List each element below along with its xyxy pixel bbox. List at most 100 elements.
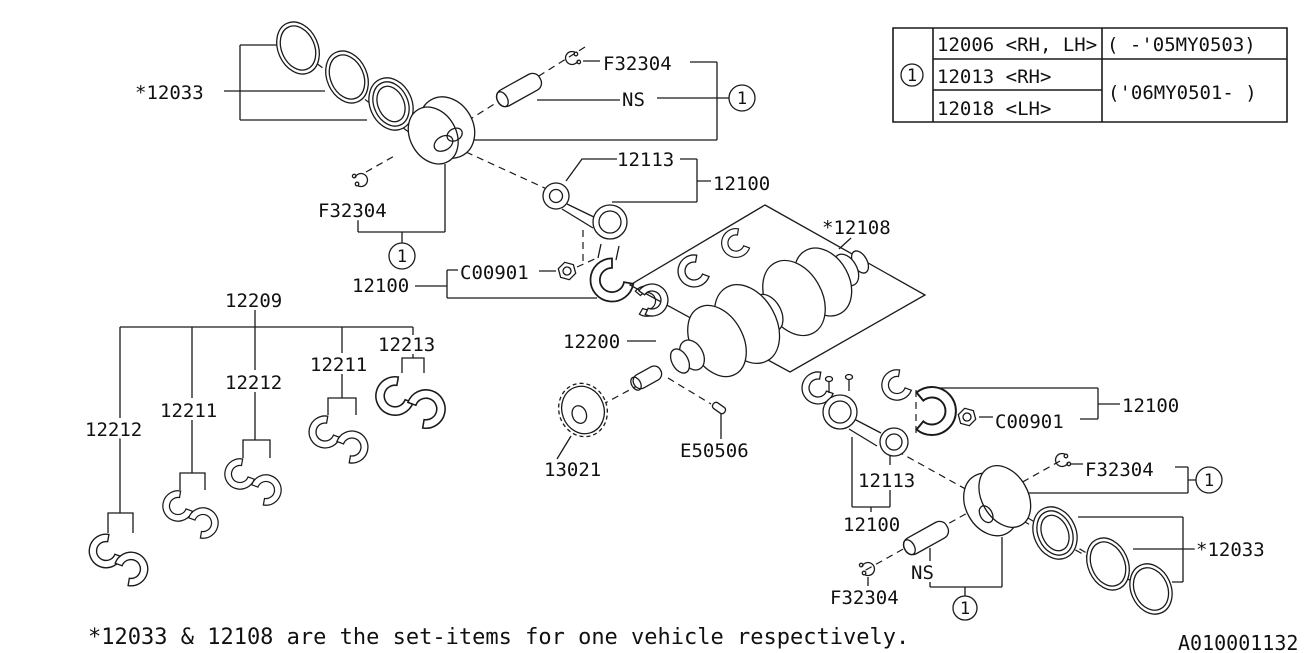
rear-piston-leader-lines — [867, 463, 1196, 596]
bearing-tree-lines — [107, 309, 425, 533]
label-bearing-g4: 12211 — [310, 354, 367, 376]
footer: *12033 & 12108 are the set-items for one… — [88, 625, 1298, 653]
piston-pin-rear — [902, 520, 950, 556]
ref-table-grid — [892, 27, 1288, 123]
rear-rod-big-end-bore — [828, 400, 852, 424]
crank-sprocket — [557, 382, 609, 438]
rear-rod-cap — [915, 386, 957, 436]
main-bearing-shell — [218, 455, 257, 496]
label-circlip-front-bottom: F32304 — [318, 200, 387, 222]
label-conrod-assy-rear-right: 12100 — [1122, 395, 1179, 417]
piston-ring-rear-3 — [1129, 563, 1173, 615]
piston-ring-rear-2 — [1086, 537, 1130, 591]
ref-table: 1 12006 <RH, LH> ( -'05MY0503) 12013 <RH… — [892, 27, 1288, 123]
main-bearing-shell — [186, 501, 225, 542]
drawing-code: A010001132 — [1178, 631, 1298, 653]
main-bearing-shell — [82, 530, 125, 575]
circlip-front-bottom — [351, 169, 370, 190]
piston-oil-ring — [368, 77, 414, 131]
rear-rod-small-end-bore — [885, 433, 903, 451]
table-part-row1: 12006 <RH, LH> — [937, 34, 1097, 56]
main-bearing-shell — [112, 545, 155, 590]
label-circlip-rear-top: F32304 — [1085, 459, 1154, 481]
label-bearing-g5: 12213 — [378, 334, 435, 356]
main-bearing-shell — [334, 424, 375, 467]
piston-ring-2 — [325, 50, 369, 104]
label-circlip-rear-bottom: F32304 — [830, 587, 899, 609]
label-conrod-assy-rear: 12100 — [843, 514, 900, 536]
ref-marker: 1 — [737, 89, 747, 109]
main-bearing-shell — [156, 487, 195, 528]
ref-marker: 1 — [1204, 471, 1214, 491]
front-rod-big-end-bore — [598, 210, 622, 234]
rear-rod-nut — [955, 406, 979, 428]
label-crankshaft: 12200 — [563, 331, 620, 353]
piston-ring-1 — [276, 21, 320, 75]
label-conrod-assy-front-upper: 12100 — [713, 173, 770, 195]
label-woodruff-key: E50506 — [680, 440, 749, 462]
front-rod-leader-lines — [561, 158, 711, 261]
crank-leader-lines — [556, 237, 852, 460]
rear-piston-assembly: 1 1 F32304 NS F32304 *12033 — [827, 450, 1268, 621]
ref-marker: 1 — [397, 247, 407, 267]
main-bearing-shell — [404, 382, 453, 433]
ref-circle-front-top — [728, 84, 756, 112]
ref-circle-rear-top — [1195, 466, 1223, 494]
label-piston-pin-front: NS — [622, 89, 645, 111]
ref-circle-front-bottom — [388, 242, 416, 270]
label-sprocket: 13021 — [544, 459, 601, 481]
label-conrod-nut-front: C00901 — [460, 262, 529, 284]
piston-rear — [963, 465, 1032, 537]
label-piston-ring-set-rear: *12033 — [1196, 539, 1265, 561]
main-bearing-shell — [875, 366, 914, 407]
bearing-set-diamond — [628, 204, 927, 373]
front-rod-big-end — [592, 204, 628, 240]
circlip-front-top — [563, 48, 582, 69]
label-conrod-nut-rear: C00901 — [995, 411, 1064, 433]
label-conrod-front: 12113 — [617, 149, 674, 171]
set-items-note: *12033 & 12108 are the set-items for one… — [88, 625, 909, 650]
main-bearing-shell — [249, 468, 288, 509]
front-rod-cap — [580, 253, 638, 312]
front-piston-assembly: 1 1 *12033 F32304 NS F32304 12100 C00901 — [132, 21, 756, 300]
front-rod-nut — [555, 260, 579, 282]
front-rod-small-end-bore — [548, 188, 564, 204]
main-bearing-shell — [368, 372, 417, 423]
piston-pin-front — [495, 72, 543, 108]
rear-rod-leader-lines — [828, 380, 1120, 512]
label-main-bearing-set: *12108 — [822, 217, 891, 239]
rear-connecting-rod: 12113 12100 C00901 12100 — [822, 373, 1182, 599]
main-bearing-shell — [302, 412, 343, 455]
label-conrod-assy-front: 12100 — [352, 275, 409, 297]
table-part-row2: 12013 <RH> — [937, 66, 1051, 88]
front-piston-leader-lines — [224, 44, 729, 299]
main-bearing-tree: 12209 12212 12211 12212 12211 12213 — [82, 287, 453, 590]
rear-rod-small-end — [879, 427, 909, 457]
ref-marker: 1 — [960, 599, 970, 619]
label-piston-ring-set-front: *12033 — [135, 82, 204, 104]
label-circlip-front-top: F32304 — [603, 53, 672, 75]
label-conrod-rear: 12113 — [858, 470, 915, 492]
label-bearing-g3: 12212 — [225, 372, 282, 394]
front-rod-small-end — [542, 182, 570, 210]
piston-oil-ring-rear — [1032, 506, 1078, 560]
ref-marker-circle — [900, 63, 924, 87]
woodruff-key — [711, 401, 727, 415]
ref-marker: 1 — [907, 66, 917, 86]
crankshaft — [630, 247, 870, 391]
front-connecting-rod: 12113 12100 — [542, 146, 773, 319]
label-bearing-g2: 12211 — [160, 400, 217, 422]
label-bearing-g1: 12212 — [85, 419, 142, 441]
front-rod-dashes — [576, 230, 598, 268]
table-range-row2: ('06MY0501- ) — [1108, 82, 1257, 104]
crankshaft-group: 12200 *12108 13021 E50506 — [541, 204, 927, 484]
rear-rod-bolt — [844, 373, 854, 381]
main-bearing-shell — [671, 251, 712, 294]
crank-snout — [630, 365, 663, 391]
label-bearing-set-no: 12209 — [225, 290, 282, 312]
rear-rod-bolt — [824, 375, 834, 383]
piston-front — [407, 96, 476, 165]
circlip-rear-top — [1053, 450, 1072, 471]
label-piston-pin-rear: NS — [911, 562, 934, 584]
